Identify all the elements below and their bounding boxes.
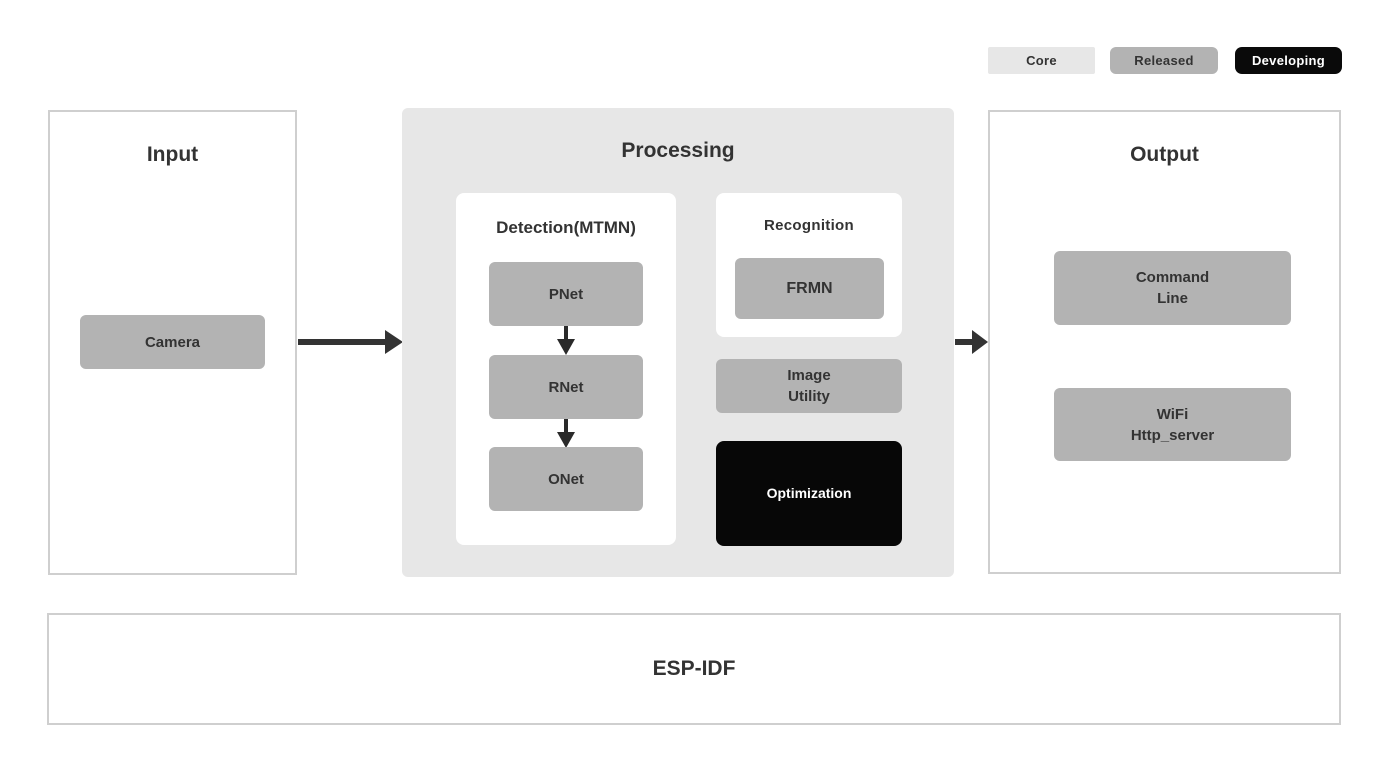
legend-chip-core: Core <box>988 47 1095 74</box>
detection-group: Detection(MTMN) PNet RNet ONet <box>456 193 676 545</box>
arrow-shaft <box>564 326 568 339</box>
arrow-shaft <box>564 419 568 432</box>
processing-panel: Processing Detection(MTMN) PNet RNet ONe… <box>402 108 954 577</box>
arrow-head <box>385 330 403 354</box>
arrow-head <box>557 432 575 448</box>
detection-group-title: Detection(MTMN) <box>496 218 636 237</box>
legend-chip-developing: Developing <box>1235 47 1342 74</box>
input-panel: Input Camera <box>48 110 297 575</box>
optimization-module: Optimization <box>716 441 902 546</box>
input-panel-title: Input <box>146 143 199 166</box>
esp-idf-title: ESP-IDF <box>652 657 736 680</box>
legend-chip-released: Released <box>1110 47 1218 74</box>
pnet-module: PNet <box>489 262 643 326</box>
command-line-module: Command Line <box>1054 251 1291 325</box>
arrow-right-icon <box>955 330 988 354</box>
output-panel: Output Command Line WiFi Http_server <box>988 110 1341 574</box>
processing-panel-title: Processing <box>621 139 735 162</box>
arrow-shaft <box>298 339 387 345</box>
wifi-http-server-module: WiFi Http_server <box>1054 388 1291 461</box>
frmn-module: FRMN <box>735 258 884 319</box>
camera-module: Camera <box>80 315 265 369</box>
rnet-module: RNet <box>489 355 643 419</box>
esp-idf-panel: ESP-IDF <box>47 613 1341 725</box>
image-utility-module: Image Utility <box>716 359 902 413</box>
arrow-down-icon <box>557 326 575 355</box>
recognition-group-title: Recognition <box>764 217 854 234</box>
arrow-down-icon <box>557 419 575 448</box>
onet-module: ONet <box>489 447 643 511</box>
recognition-group: Recognition FRMN <box>716 193 902 337</box>
arrow-head <box>972 330 988 354</box>
arrow-head <box>557 339 575 355</box>
output-panel-title: Output <box>1130 143 1199 166</box>
arrow-right-icon <box>298 330 403 354</box>
arrow-shaft <box>955 339 974 345</box>
